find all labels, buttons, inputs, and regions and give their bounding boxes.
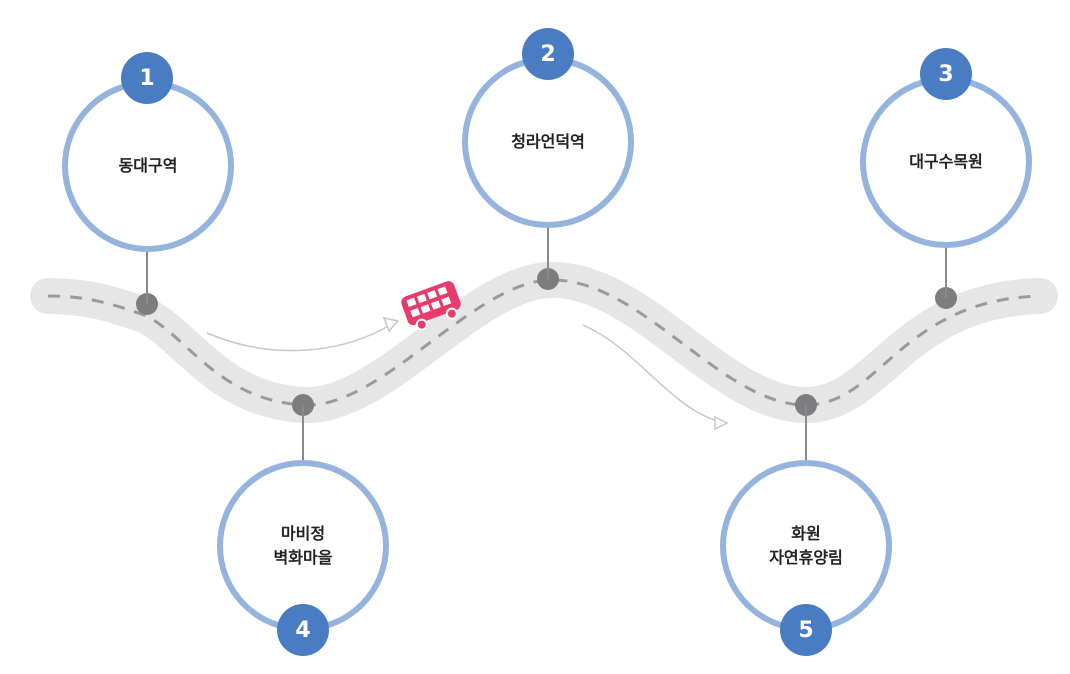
stop-4-label: 마비정 벽화마을	[273, 524, 333, 567]
stop-5-number: 5	[798, 617, 814, 643]
stop-5-connector	[805, 405, 807, 463]
road-centerline	[47, 278, 1041, 407]
direction-arrow-lower	[582, 324, 729, 431]
road	[30, 261, 1058, 424]
stop-5-label: 화원 자연휴양림	[769, 524, 843, 567]
stop-3-number: 3	[938, 61, 954, 87]
stop-3-label: 대구수목원	[909, 152, 983, 171]
stop-4-circle: 마비정 벽화마을	[217, 460, 389, 632]
stop-1-circle: 동대구역	[62, 80, 234, 252]
stop-2-number: 2	[540, 41, 556, 67]
stop-2-node	[537, 268, 559, 290]
stop-1-node	[136, 293, 158, 315]
stop-5-circle: 화원 자연휴양림	[720, 460, 892, 632]
stop-1-connector	[146, 244, 148, 304]
stop-3-circle: 대구수목원	[860, 76, 1032, 248]
direction-arrow-upper	[206, 316, 400, 352]
stop-5-badge: 5	[780, 604, 832, 656]
stop-2-label: 청라언덕역	[511, 132, 585, 151]
stop-3-node	[935, 287, 957, 309]
bus-icon	[401, 281, 461, 331]
stop-1-number: 1	[139, 65, 155, 91]
stop-4-number: 4	[295, 617, 311, 643]
stop-1-label: 동대구역	[118, 156, 178, 175]
stop-3-connector	[945, 240, 947, 298]
stop-2-badge: 2	[522, 28, 574, 80]
stop-4-connector	[302, 405, 304, 463]
stop-3-badge: 3	[920, 48, 972, 100]
stop-1-badge: 1	[121, 52, 173, 104]
stop-2-connector	[547, 222, 549, 279]
stop-4-badge: 4	[277, 604, 329, 656]
stop-2-circle: 청라언덕역	[462, 56, 634, 228]
